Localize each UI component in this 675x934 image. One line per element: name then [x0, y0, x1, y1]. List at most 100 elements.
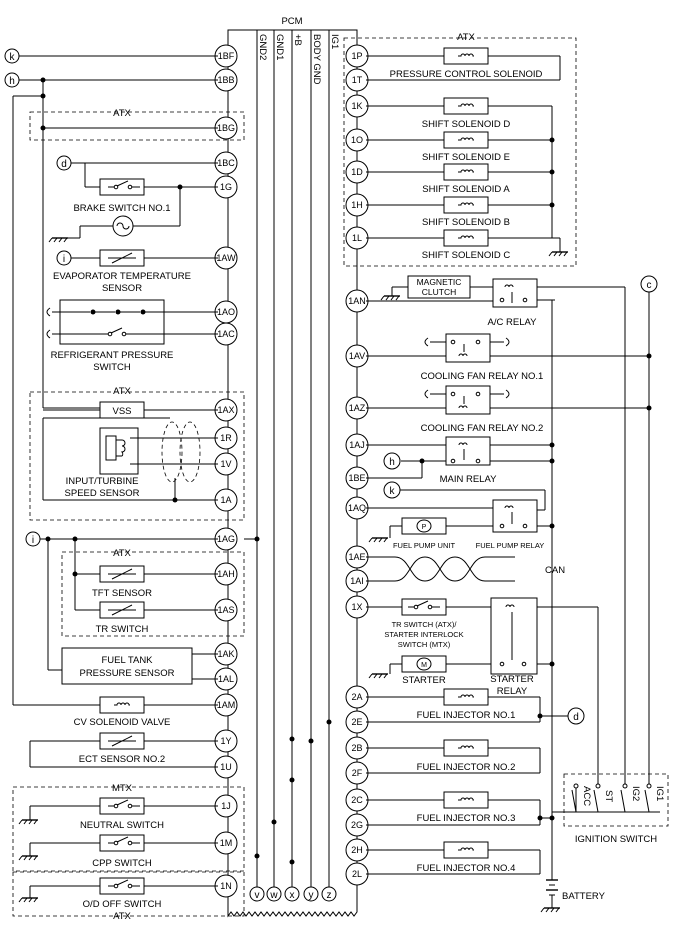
right-circuits: ATX PRESSURE CONTROL SOLENOID SHIFT SOLE… [343, 32, 669, 913]
connector-c: c [647, 280, 652, 291]
bus-junctions [254, 536, 332, 865]
starter-motor-symbol: M [421, 662, 427, 669]
cpp-switch-label: CPP SWITCH [92, 858, 152, 869]
right-pin-label-2a: 2A [351, 692, 362, 702]
right-pin-label-1aq: 1AQ [348, 503, 366, 513]
left-pin-label-1ak: 1AK [217, 649, 234, 659]
terminal-w: w [269, 890, 278, 901]
fuel-pump-relay-label: FUEL PUMP RELAY [476, 541, 545, 550]
fuel-tank-label-2: PRESSURE SENSOR [79, 668, 174, 679]
ect-sensor-label: ECT SENSOR NO.2 [79, 754, 165, 765]
left-pin-label-1am: 1AM [217, 700, 236, 710]
input-turbine-label-1: INPUT/TURBINE [66, 476, 139, 487]
right-pin-label-1ai: 1AI [350, 576, 364, 586]
shift-e-label: SHIFT SOLENOID E [422, 152, 510, 163]
terminal-y: y [309, 890, 314, 901]
left-pin-label-1ag: 1AG [217, 534, 235, 544]
brake-switch-label: BRAKE SWITCH NO.1 [73, 203, 170, 214]
injector-1-label: FUEL INJECTOR NO.1 [417, 710, 516, 721]
left-pin-label-1v: 1V [220, 459, 231, 469]
terminal-x: x [290, 890, 295, 901]
fuel-pump-unit-label: FUEL PUMP UNIT [393, 541, 456, 550]
left-pin-label-1aw: 1AW [216, 253, 236, 263]
evap-sensor-label-1: EVAPORATOR TEMPERATURE [53, 271, 191, 282]
injector-2-label: FUEL INJECTOR NO.2 [417, 762, 516, 773]
injector-4-label: FUEL INJECTOR NO.4 [417, 863, 516, 874]
right-pin-label-1p: 1P [351, 51, 362, 61]
pressure-control-label: PRESSURE CONTROL SOLENOID [390, 69, 543, 80]
right-pin-label-2b: 2B [351, 743, 362, 753]
starter-relay-label-1: STARTER [490, 674, 534, 685]
bus-label-body-gnd: BODY GND [311, 34, 322, 85]
left-pin-label-1bc: 1BC [217, 158, 235, 168]
ignition-switch-label: IGNITION SWITCH [575, 834, 657, 845]
connector-d-left: d [61, 159, 67, 170]
terminal-z: z [327, 890, 332, 901]
cv-solenoid-label: CV SOLENOID VALVE [74, 717, 171, 728]
left-pin-label-1j: 1J [221, 801, 231, 811]
right-pin-label-2g: 2G [351, 820, 363, 830]
left-pin-label-1u: 1U [220, 762, 232, 772]
connector-k-right: k [390, 486, 396, 497]
left-pin-label-1r: 1R [220, 433, 232, 443]
tr-starter-label-1: TR SWITCH (ATX)/ [392, 620, 458, 629]
atx-label-vss: ATX [113, 386, 131, 397]
tr-starter-label-3: SWITCH (MTX) [398, 640, 451, 649]
right-pin-label-1az: 1AZ [349, 403, 366, 413]
left-pin-label-1al: 1AL [218, 674, 234, 684]
atx-label-right: ATX [457, 32, 475, 43]
right-pin-label-1d: 1D [351, 167, 363, 177]
shift-b-label: SHIFT SOLENOID B [422, 217, 510, 228]
bus-label-gnd2: GND2 [257, 34, 268, 60]
right-pin-label-1av: 1AV [349, 351, 365, 361]
bus-label-gnd1: GND1 [274, 34, 285, 60]
fuel-pump-symbol: P [422, 524, 427, 531]
shift-d-label: SHIFT SOLENOID D [422, 119, 511, 130]
mtx-label: MTX [112, 783, 133, 794]
right-pin-label-1o: 1O [351, 135, 363, 145]
right-pin-label-1x: 1X [351, 602, 362, 612]
atx-label-od: ATX [113, 911, 131, 922]
pcm-title: PCM [281, 16, 302, 27]
left-pin-label-1g: 1G [220, 182, 232, 192]
connector-i-upper: i [63, 254, 65, 265]
neutral-switch-label: NEUTRAL SWITCH [80, 820, 164, 831]
cooling-fan-2-label: COOLING FAN RELAY NO.2 [421, 423, 544, 434]
ign-ig2-label: IG2 [630, 786, 641, 801]
bottom-terminals: v w x y z [249, 886, 337, 902]
right-pin-label-2l: 2L [352, 869, 362, 879]
left-pin-label-1y: 1Y [220, 736, 231, 746]
magnetic-clutch-label-2: CLUTCH [422, 287, 456, 297]
magnetic-clutch-label-1: MAGNETIC [417, 277, 462, 287]
terminal-v: v [255, 890, 260, 901]
ac-relay-label: A/C RELAY [488, 317, 538, 328]
atx-label-top-left: ATX [113, 108, 131, 119]
right-pin-label-1h: 1H [351, 200, 363, 210]
atx-label-tft: ATX [113, 548, 131, 559]
left-pin-label-1m: 1M [220, 838, 233, 848]
right-pin-label-2e: 2E [351, 717, 362, 727]
left-pin-label-1as: 1AS [217, 605, 234, 615]
connector-h-right: h [389, 457, 395, 468]
starter-label: STARTER [402, 675, 446, 686]
right-pin-label-1aj: 1AJ [349, 440, 365, 450]
tr-switch-label: TR SWITCH [96, 624, 149, 635]
left-circuits: ATX BRAKE SWITCH NO.1 EVAPORATOR TEMPERA… [4, 48, 257, 922]
cooling-fan-1-label: COOLING FAN RELAY NO.1 [421, 371, 544, 382]
connector-d-right: d [573, 712, 579, 723]
left-pin-label-1bf: 1BF [218, 51, 235, 61]
ign-st-label: ST [603, 790, 614, 802]
right-pin-label-2h: 2H [351, 845, 363, 855]
tft-sensor-label: TFT SENSOR [92, 588, 152, 599]
right-pin-label-2f: 2F [352, 768, 363, 778]
left-pin-column: 1BF1BB1BG1BC1G1AW1AO1AC1AX1R1V1A1AG1AH1A… [214, 44, 238, 898]
right-pin-column: 1P1T1K1O1D1H1L1AN1AV1AZ1AJ1BE1AQ1AE1AI1X… [345, 44, 369, 886]
main-relay-label: MAIN RELAY [440, 474, 498, 485]
can-label: CAN [545, 565, 565, 576]
left-pin-label-1n: 1N [220, 881, 232, 891]
right-pin-label-1ae: 1AE [348, 552, 365, 562]
refrigerant-switch-label-2: SWITCH [93, 362, 131, 373]
battery-label: BATTERY [562, 891, 606, 902]
injector-3-label: FUEL INJECTOR NO.3 [417, 813, 516, 824]
